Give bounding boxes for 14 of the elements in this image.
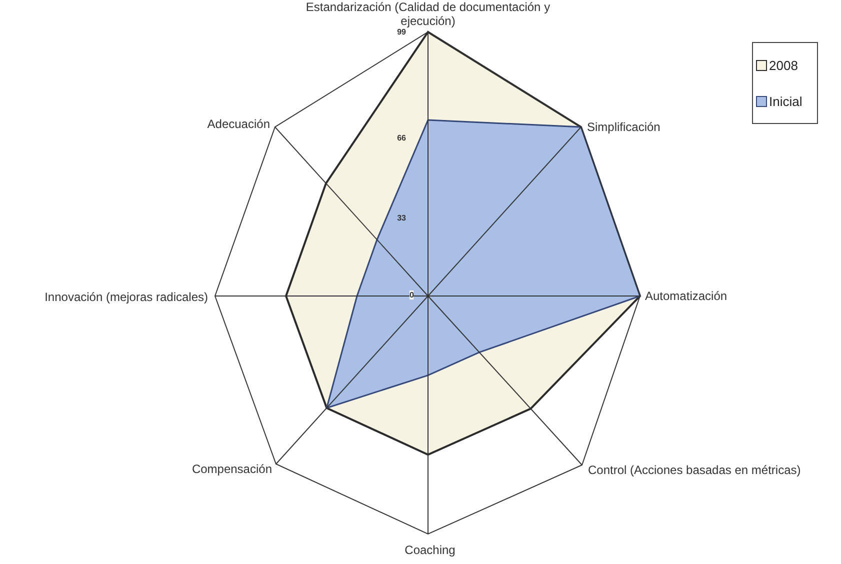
axis-label: Compensación — [192, 462, 272, 476]
tick-label: 66 — [397, 134, 406, 142]
axis-label: Adecuación — [207, 117, 270, 131]
axis-label: Automatización — [645, 289, 728, 303]
tick-label: 0 — [410, 290, 414, 300]
axis-label: Estandarización (Calidad de documentación y ejecución) — [304, 0, 552, 28]
axis-label: Simplificación — [587, 120, 660, 134]
axis-label: Coaching — [404, 543, 456, 557]
legend-label: 2008 — [769, 58, 798, 72]
legend-label: Inicial — [769, 94, 802, 108]
axis-label: Innovación (mejoras radicales) — [44, 290, 208, 304]
axis-label: Control (Acciones basadas en métricas) — [588, 463, 801, 477]
tick-label: 33 — [397, 214, 406, 222]
tick-label: 99 — [397, 28, 406, 36]
